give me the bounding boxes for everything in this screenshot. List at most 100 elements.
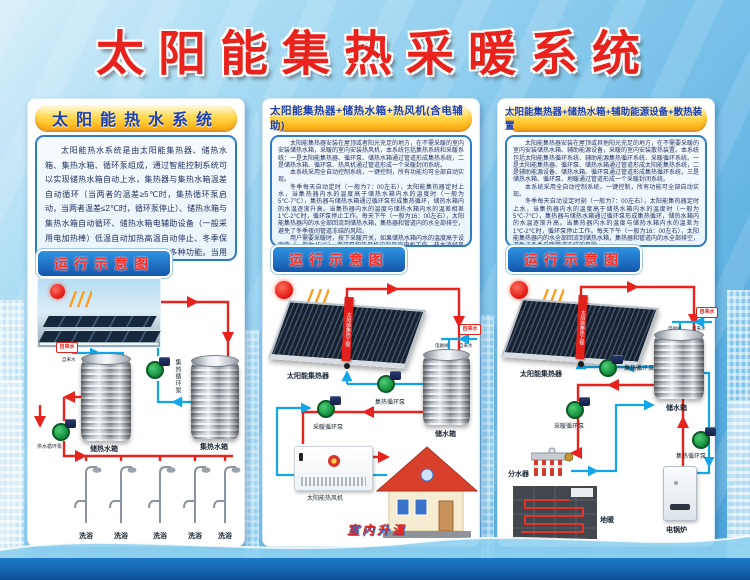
- collector-label: 太阳能集热器: [520, 371, 562, 378]
- panel-fan-heater-system: 太阳能集热器+储热水箱+热风机(含电辅助) 太阳能集热器安装在屋顶或者阳光充足的…: [262, 98, 481, 547]
- collector-outlet-dot: [578, 361, 584, 367]
- panel-header-text: 太阳能集热器+储热水箱+辅助能源设备+散热装置: [505, 106, 703, 132]
- tap-water-tag: 自来水: [56, 342, 78, 353]
- fan-heater-label: 太阳能热风机: [307, 496, 344, 502]
- panel-description-box: 太阳能集热器安装在屋顶或者阳光充足的地方，在不需采暖的室内安装储热水箱，采暖的室…: [270, 135, 472, 247]
- tap-water-label: 自来水: [459, 343, 473, 348]
- skyline-building: [730, 400, 750, 558]
- collect-pump-label: 集热循环泵: [174, 359, 180, 394]
- heating-pump-icon: [317, 396, 341, 418]
- heater-power-button: [299, 453, 303, 461]
- diagram-title-badge: 运行示意图: [505, 244, 643, 275]
- collect-pump-icon: [377, 371, 401, 393]
- sun-rays-icon: [68, 290, 92, 308]
- skyline-building: [481, 315, 494, 558]
- heating-pump-label: 采暖循环泵: [313, 425, 344, 431]
- hot-pipes: [570, 281, 700, 466]
- house-illustration: [375, 446, 479, 538]
- shower-label: 洗浴: [218, 533, 232, 540]
- panel-body-paragraph: 太阳能集热器安装在屋顶或者阳光充足的地方，在不需采暖的室内安装储热水箱，采暖的室…: [278, 141, 465, 169]
- shower-label: 洗浴: [79, 533, 93, 540]
- storage-tank: [654, 329, 704, 399]
- skyline-building: [0, 300, 24, 558]
- floor-heating-photo: [513, 486, 597, 539]
- fan-heater-unit: [294, 446, 373, 491]
- supply-pump-label: 供水循环泵: [37, 444, 63, 450]
- panel-body-paragraph: 太阳能集热器安装在屋顶或其他阳光充足的地方，在不需要采暖的室内安装储热水箱、辅助…: [513, 141, 700, 184]
- panel-header-banner: 太阳能热水系统: [35, 105, 237, 130]
- collector-label: 太阳能集热器: [287, 373, 329, 380]
- panel-body-paragraph: 本系统采用全自动控制系统，一键控制，所有功能可全部自动实现。: [513, 184, 699, 199]
- electric-boiler-label: 电锅炉: [666, 527, 687, 534]
- manifold-illustration: [531, 447, 573, 476]
- heating-pump-icon: [566, 397, 590, 419]
- panel-aux-energy-system: 太阳能集热器+储热水箱+辅助能源设备+散热装置 太阳能集热器安装在屋顶或其他阳光…: [497, 98, 718, 547]
- storage-tank: [81, 353, 131, 441]
- skyline-building: [2, 380, 22, 558]
- footer-band: [0, 558, 750, 580]
- shower-icon: [109, 466, 137, 523]
- panel-header-text: 太阳能集热器+储热水箱+热风机(含电辅助): [270, 104, 464, 132]
- sun-icon: [50, 284, 65, 299]
- panel-body-paragraph: 冬季每天自动定时（一般为7：00左右），太阳能集热器定时上水，当集热器内水的温度…: [278, 184, 465, 235]
- panel-description-box: 太阳能集热器安装在屋顶或其他阳光充足的地方，在不需要采暖的室内安装储热水箱、辅助…: [505, 135, 707, 247]
- panel-header-banner: 太阳能集热器+储热水箱+热风机(含电辅助): [270, 104, 472, 132]
- collect-pump-label: 集热循环泵: [375, 400, 406, 406]
- tap-water-label: 自来水: [62, 357, 76, 362]
- house-caption: 室内升温: [347, 523, 408, 537]
- diagram-fan-heater-system: 太阳能集热工程 太阳能集热器 自来水 电磁阀 自来水 集热循环泵 采暖循环泵 储…: [263, 277, 481, 546]
- boiler-pump-label: 集热循环泵: [676, 454, 707, 460]
- skyline-building: [727, 290, 750, 558]
- shower-icon: [183, 466, 211, 523]
- electric-boiler: [663, 466, 697, 521]
- sun-icon: [275, 281, 293, 299]
- roof-railing: [40, 343, 158, 345]
- solar-panel-row: [42, 315, 158, 327]
- solar-panel-row: [38, 330, 162, 342]
- storage-tank-label: 储热水箱: [90, 446, 118, 453]
- panel-header-banner: 太阳能集热器+储热水箱+辅助能源设备+散热装置: [505, 105, 707, 132]
- heater-badge: [327, 455, 340, 467]
- floor-heating-label: 地暖: [600, 517, 614, 524]
- collect-pump-icon: [146, 357, 170, 379]
- tap-water-tag: 自来水: [459, 324, 481, 335]
- heater-grille: [301, 477, 366, 486]
- pipes-svg: [570, 281, 714, 477]
- storage-tank-label: 储水箱: [666, 405, 687, 412]
- diagram-title-badge: 运行示意图: [270, 244, 408, 275]
- diagram-hot-water-system: 自来水 自来水 电磁阀 集热循环泵 储热水箱 集热水箱 供水循环泵 洗浴 洗浴 …: [28, 277, 244, 546]
- collector-outlet-dot: [344, 363, 350, 369]
- panel-body-paragraph: 太阳能热水系统是由太阳能集热器、储热水箱、集热水箱、循环泵组成，通过智能控制系统…: [45, 146, 227, 258]
- diagram-aux-energy-system: 太阳能集热工程 太阳能集热器 自来水 电磁阀 自来水 集热循环泵 储水箱 采暖循…: [498, 277, 718, 546]
- skyline-building: [245, 330, 259, 558]
- supply-pump-icon: [52, 419, 76, 441]
- storage-tank-label: 储水箱: [435, 431, 456, 438]
- panel-body-paragraph: 冬季每天自动设定时刻（一般为7：00左右），太阳能集热器定时上水，当集热器内水的…: [513, 199, 700, 245]
- manifold-label: 分水器: [508, 471, 529, 478]
- shower-label: 洗浴: [114, 533, 128, 540]
- panel-body-paragraph: 用户需要采暖时，按下采暖开关，如果储热水箱内水的温度高于设定值（一般为45℃），…: [278, 235, 465, 247]
- collect-pump-label: 集热循环泵: [624, 366, 655, 372]
- collect-tank: [191, 355, 239, 439]
- sun-icon: [510, 281, 528, 299]
- shower-label: 洗浴: [188, 533, 202, 540]
- collect-pump-icon: [599, 355, 623, 377]
- shower-icon: [213, 466, 241, 523]
- panel-solar-hot-water: 太阳能热水系统 太阳能热水系统是由太阳能集热器、储热水箱、集热水箱、循环泵组成，…: [27, 98, 245, 547]
- tap-water-tag: 自来水: [696, 307, 718, 318]
- collect-tank-label: 集热水箱: [200, 444, 228, 451]
- shower-icon: [74, 466, 102, 523]
- diagram-title-badge: 运行示意图: [35, 248, 173, 279]
- tap-water-label: 自来水: [692, 326, 706, 331]
- heating-pump-label: 采暖循环泵: [554, 424, 585, 430]
- page-title: 太阳能集热采暖系统: [95, 27, 654, 83]
- panel-body-paragraph: 本系统采用全自动控制系统，一键控制，所有功能均可全部自动实现。: [278, 170, 465, 184]
- boiler-pump-icon: [692, 427, 716, 449]
- shower-icon: [148, 466, 176, 523]
- solenoid-valve-label: 电磁阀: [435, 343, 449, 348]
- rooftop-collectors-photo: [37, 278, 162, 348]
- shower-label: 洗浴: [153, 533, 167, 540]
- panel-header-text: 太阳能热水系统: [51, 111, 220, 129]
- storage-tank: [423, 349, 470, 425]
